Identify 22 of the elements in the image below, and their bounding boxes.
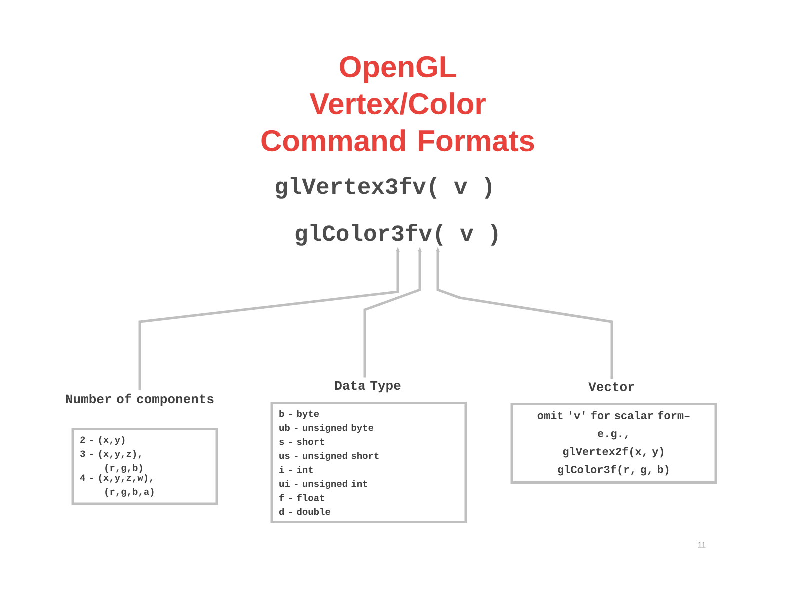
box-heading: Vector bbox=[588, 382, 634, 392]
box-heading: Number of components bbox=[66, 394, 214, 406]
node-label: b - byte bbox=[280, 410, 320, 420]
list-box: b - byte ub - unsigned byte s - short us - unsigned short i - int ui - unsigned int f - float d - double bbox=[270, 402, 468, 524]
page-number: 11 bbox=[698, 542, 706, 548]
code-line: glColor3fv( v ) bbox=[296, 224, 498, 246]
node-label: i - int bbox=[280, 466, 313, 474]
node-label: e.g., bbox=[598, 431, 628, 440]
title: OpenGL Vertex/Color Command Formats bbox=[262, 56, 534, 152]
node-label: d - double bbox=[279, 508, 330, 516]
node-label: s - short bbox=[280, 438, 324, 446]
code-line: glVertex3fv( v ) bbox=[276, 177, 492, 199]
list-box: 2 - (x,y) 3 - (x,y,z), (r,g,b) 4 - (x,y,z,w), (r,g,b,a) bbox=[72, 428, 218, 506]
node-label: ui - unsigned int bbox=[280, 480, 368, 490]
list-box: omit 'v' for scalar form– e.g., glVertex2f(x, y) glColor3f(r, g, b) bbox=[510, 402, 718, 484]
node-label: glColor3f(r, g, b) bbox=[558, 465, 669, 476]
node-label: omit 'v' for scalar form– bbox=[538, 411, 690, 420]
node-label: glVertex2f(x, y) bbox=[563, 447, 664, 458]
node-label: us - unsigned short bbox=[280, 452, 379, 462]
node-label: f - float bbox=[280, 494, 324, 502]
node-label: ub - unsigned byte bbox=[280, 424, 374, 434]
box-heading: Data Type bbox=[336, 381, 401, 393]
